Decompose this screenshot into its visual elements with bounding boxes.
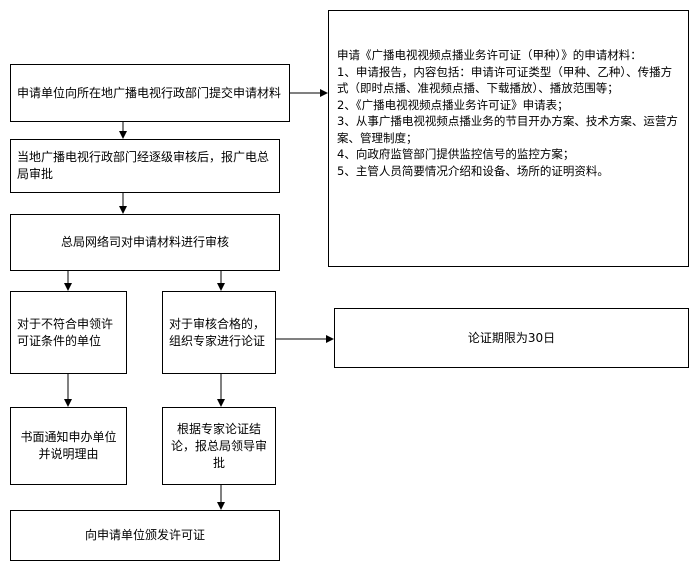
step-reject: 对于不符合申领许可证条件的单位 xyxy=(10,291,127,374)
step-issue-license-text: 向申请单位颁发许可证 xyxy=(84,528,205,542)
step-submit-materials-text: 申请单位向所在地广播电视行政部门提交申请材料 xyxy=(17,85,282,100)
requirements-title: 申请《广播电视视频点播业务许可证（甲种）》的申请材料： xyxy=(337,48,642,62)
expert-deadline-text: 论证期限为30日 xyxy=(467,330,556,345)
step-issue-license: 向申请单位颁发许可证 xyxy=(10,510,280,561)
step-report-leader-text: 根据专家论证结论，报总局领导审批 xyxy=(170,421,267,470)
requirement-item: 5、主管人员简要情况介绍和设备、场所的证明资料。 xyxy=(337,163,609,178)
step-local-review: 当地广播电视行政部门经逐级审核后，报广电总局审批 xyxy=(10,139,280,193)
step-approve-expert: 对于审核合格的，组织专家进行论证 xyxy=(162,291,276,374)
step-local-review-text: 当地广播电视行政部门经逐级审核后，报广电总局审批 xyxy=(17,150,270,181)
requirement-item: 3、从事广播电视视频点播业务的节目开办方案、技术方案、运营方案、管理制度； xyxy=(337,114,678,145)
requirement-item: 1、申请报告，内容包括：申请许可证类型（甲种、乙种）、传播方式（即时点播、准视频… xyxy=(337,64,673,96)
step-bureau-review-text: 总局网络司对申请材料进行审核 xyxy=(60,235,229,249)
requirements-box: 申请《广播电视视频点播业务许可证（甲种）》的申请材料： 1、申请报告，内容包括：… xyxy=(328,10,689,267)
expert-deadline: 论证期限为30日 xyxy=(334,308,689,368)
step-reject-notice: 书面通知申办单位并说明理由 xyxy=(10,407,127,485)
requirement-item: 4、向政府监管部门提供监控信号的监控方案； xyxy=(337,147,575,161)
step-approve-expert-text: 对于审核合格的，组织专家进行论证 xyxy=(169,316,266,348)
step-submit-materials: 申请单位向所在地广播电视行政部门提交申请材料 xyxy=(10,64,290,122)
step-report-leader: 根据专家论证结论，报总局领导审批 xyxy=(162,407,276,485)
step-bureau-review: 总局网络司对申请材料进行审核 xyxy=(10,214,280,271)
step-reject-text: 对于不符合申领许可证条件的单位 xyxy=(17,316,114,348)
requirement-item: 2、《广播电视视频点播业务许可证》申请表； xyxy=(337,97,569,112)
step-reject-notice-text: 书面通知申办单位并说明理由 xyxy=(20,430,117,461)
